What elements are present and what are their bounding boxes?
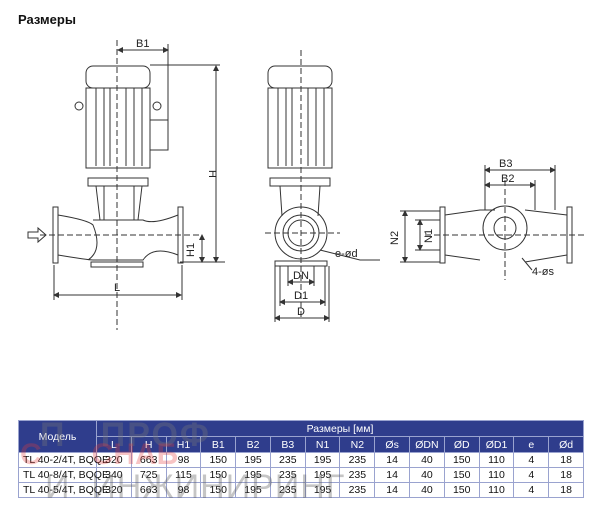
column-header: B3 xyxy=(269,436,306,453)
value-cell: 18 xyxy=(548,482,584,498)
label-n2: N2 xyxy=(389,231,401,245)
column-header: H1 xyxy=(165,436,202,453)
value-cell: 235 xyxy=(269,467,306,483)
value-cell: 40 xyxy=(409,467,445,483)
model-cell: TL 40-8/4T, BQQE xyxy=(18,467,109,483)
section-title: Размеры xyxy=(18,12,76,27)
label-l: L xyxy=(114,282,120,294)
value-cell: 235 xyxy=(269,452,306,468)
value-cell: 18 xyxy=(548,467,584,483)
value-cell: 18 xyxy=(548,452,584,468)
column-header: e xyxy=(513,436,550,453)
column-header: B1 xyxy=(200,436,237,453)
value-cell: 150 xyxy=(443,467,480,483)
value-cell: 195 xyxy=(304,452,341,468)
value-cell: 98 xyxy=(165,482,202,498)
label-d: D xyxy=(297,306,305,318)
value-cell: 195 xyxy=(235,452,271,468)
value-cell: 663 xyxy=(130,452,167,468)
label-b1: B1 xyxy=(136,38,149,50)
value-cell: 14 xyxy=(374,482,411,498)
column-header: L xyxy=(96,436,132,453)
value-cell: 195 xyxy=(235,482,271,498)
label-dn: DN xyxy=(293,270,309,282)
label-e-d: e-ød xyxy=(335,248,358,260)
value-cell: 663 xyxy=(130,482,167,498)
label-h: H xyxy=(206,170,218,178)
value-cell: 4 xyxy=(513,452,550,468)
column-header: ØDN xyxy=(409,436,445,453)
label-4-s: 4-øs xyxy=(532,266,555,278)
column-header: Øs xyxy=(374,436,411,453)
value-cell: 195 xyxy=(304,467,341,483)
value-cell: 195 xyxy=(304,482,341,498)
column-header: ØD xyxy=(443,436,480,453)
model-cell: TL 40-5/4T, BQQE xyxy=(18,482,109,498)
column-header: Ød xyxy=(548,436,584,453)
model-header: Модель xyxy=(18,420,97,453)
value-cell: 40 xyxy=(409,482,445,498)
value-cell: 4 xyxy=(513,482,550,498)
value-cell: 235 xyxy=(339,482,376,498)
value-cell: 14 xyxy=(374,452,411,468)
pump-dimension-drawing: B1 H H1 L DN D1 D e-ød B3 B2 N2 N1 4-øs xyxy=(27,38,585,330)
value-cell: 235 xyxy=(339,452,376,468)
value-cell: 725 xyxy=(130,467,167,483)
value-cell: 150 xyxy=(200,482,237,498)
value-cell: 150 xyxy=(443,452,480,468)
column-header: B2 xyxy=(235,436,271,453)
value-cell: 150 xyxy=(443,482,480,498)
side-view xyxy=(265,50,380,322)
label-h1: H1 xyxy=(185,243,197,257)
value-cell: 150 xyxy=(200,467,237,483)
value-cell: 110 xyxy=(478,482,515,498)
dimensions-group-header: Размеры [мм] xyxy=(96,420,584,437)
column-header: ØD1 xyxy=(478,436,515,453)
label-d1: D1 xyxy=(294,290,308,302)
value-cell: 115 xyxy=(165,467,202,483)
model-cell: TL 40-2/4T, BQQE xyxy=(18,452,109,468)
value-cell: 235 xyxy=(269,482,306,498)
value-cell: 195 xyxy=(235,467,271,483)
label-n1: N1 xyxy=(423,229,435,243)
value-cell: 150 xyxy=(200,452,237,468)
column-header: H xyxy=(130,436,167,453)
value-cell: 40 xyxy=(409,452,445,468)
front-view xyxy=(27,40,225,330)
value-cell: 98 xyxy=(165,452,202,468)
label-b2: B2 xyxy=(501,173,514,185)
label-b3: B3 xyxy=(499,158,512,170)
value-cell: 110 xyxy=(478,452,515,468)
value-cell: 14 xyxy=(374,467,411,483)
column-header: N1 xyxy=(304,436,341,453)
top-view xyxy=(400,165,585,280)
value-cell: 110 xyxy=(478,467,515,483)
column-header: N2 xyxy=(339,436,376,453)
value-cell: 4 xyxy=(513,467,550,483)
value-cell: 235 xyxy=(339,467,376,483)
